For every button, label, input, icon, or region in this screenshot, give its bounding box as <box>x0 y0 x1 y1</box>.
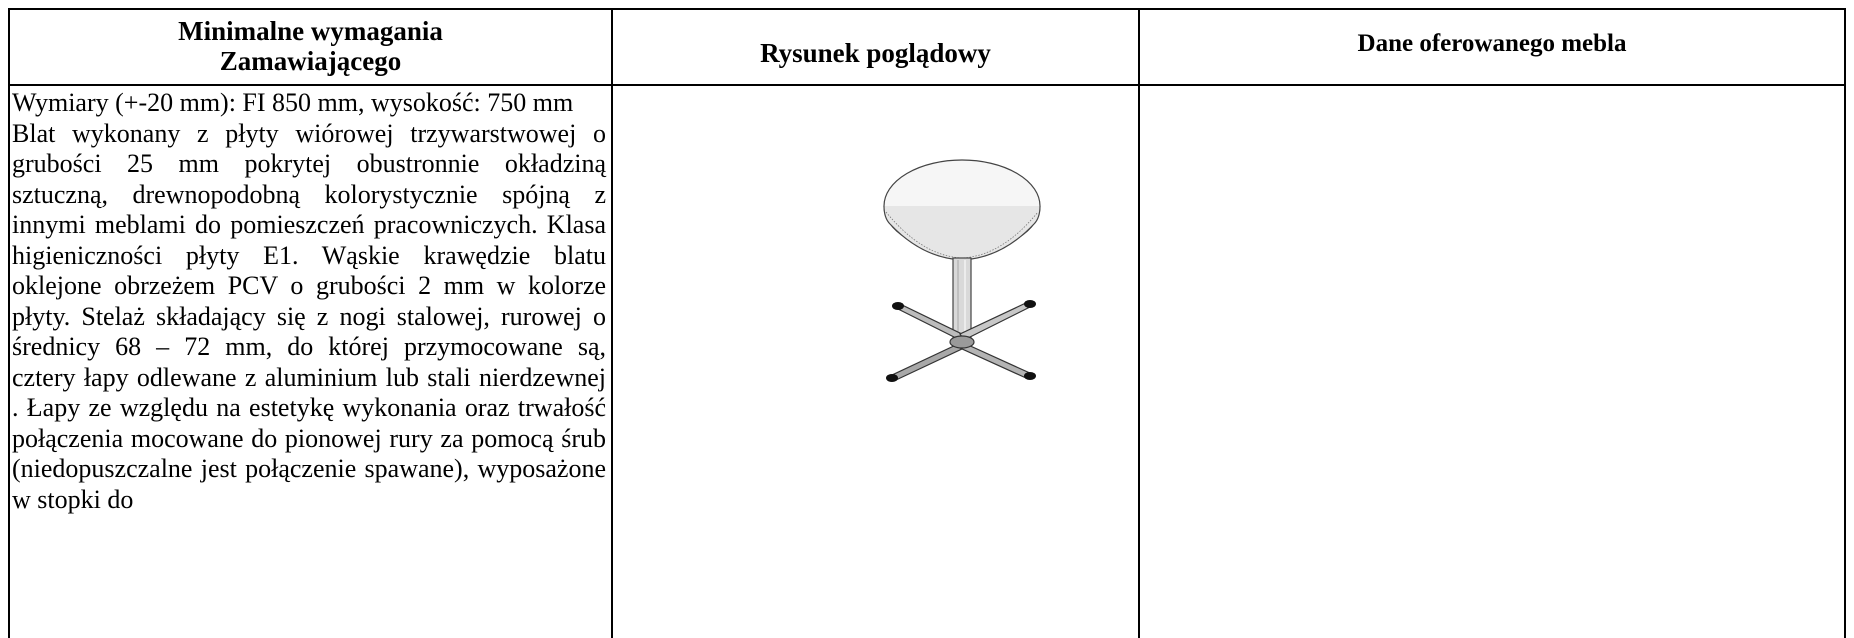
column-divider-2 <box>1138 8 1140 638</box>
specification-text: Blat wykonany z płyty wiórowej trzywarst… <box>12 118 606 514</box>
table-border-right <box>1844 8 1846 638</box>
header-drawing-label: Rysunek poglądowy <box>760 38 991 68</box>
header-offered-data: Dane oferowanego mebla <box>1140 8 1844 84</box>
header-divider <box>8 84 1846 86</box>
header-requirements: Minimalne wymagania Zamawiającego <box>10 8 611 84</box>
requirements-table: Minimalne wymagania Zamawiającego Rysune… <box>8 8 1846 638</box>
header-requirements-line2: Zamawiającego <box>219 46 402 76</box>
dimensions-text: Wymiary (+-20 mm): FI 850 mm, wysokość: … <box>12 88 574 117</box>
header-drawing: Rysunek poglądowy <box>613 8 1138 84</box>
header-offered-label: Dane oferowanego mebla <box>1357 30 1627 57</box>
offered-data-cell[interactable] <box>1142 88 1842 628</box>
header-requirements-line1: Minimalne wymagania <box>178 16 443 46</box>
round-table-drawing <box>883 159 1041 382</box>
column-divider-1 <box>611 8 613 638</box>
table-border-left <box>8 8 10 638</box>
requirements-description: Wymiary (+-20 mm): FI 850 mm, wysokość: … <box>12 88 606 515</box>
table-border-top <box>8 8 1846 10</box>
